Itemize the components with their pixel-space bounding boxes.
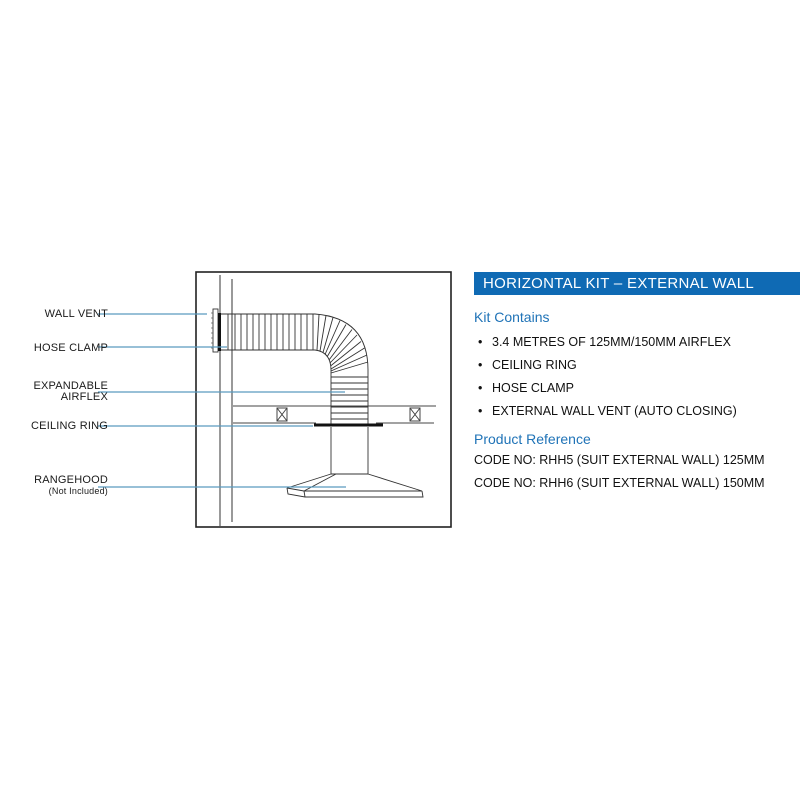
wall-vent-drawing bbox=[211, 308, 221, 353]
kit-item-text: CEILING RING bbox=[492, 358, 577, 372]
kit-info-panel: HORIZONTAL KIT – EXTERNAL WALL Kit Conta… bbox=[474, 272, 800, 495]
ceiling-joists bbox=[233, 405, 436, 424]
label-wall-vent: WALL VENT bbox=[44, 308, 108, 320]
diagram-frame bbox=[195, 271, 452, 528]
kit-item-text: 3.4 METRES OF 125MM/150MM AIRFLEX bbox=[492, 335, 731, 349]
product-code: CODE NO: RHH5 (SUIT EXTERNAL WALL) 125MM bbox=[474, 453, 765, 467]
label-hose-clamp: HOSE CLAMP bbox=[33, 342, 108, 354]
bullet-icon: • bbox=[478, 404, 483, 418]
kit-contains-heading: Kit Contains bbox=[474, 309, 550, 325]
bullet-icon: • bbox=[478, 381, 483, 395]
bullet-icon: • bbox=[478, 358, 483, 372]
kit-item: • 3.4 METRES OF 125MM/150MM AIRFLEX bbox=[474, 331, 800, 354]
kit-contains-list: • 3.4 METRES OF 125MM/150MM AIRFLEX • CEIL… bbox=[474, 331, 800, 423]
ceiling-ring-drawing bbox=[314, 423, 383, 427]
label-expandable-airflex-line2: AIRFLEX bbox=[60, 391, 108, 403]
leader-lines bbox=[98, 313, 346, 488]
kit-item-text: EXTERNAL WALL VENT (AUTO CLOSING) bbox=[492, 404, 737, 418]
product-code: CODE NO: RHH6 (SUIT EXTERNAL WALL) 150MM bbox=[474, 476, 765, 490]
bullet-icon: • bbox=[478, 335, 483, 349]
panel-title: HORIZONTAL KIT – EXTERNAL WALL bbox=[474, 272, 800, 295]
kit-item: • CEILING RING bbox=[474, 354, 800, 377]
label-expandable-airflex-line1: EXPANDABLE bbox=[33, 380, 108, 392]
label-rangehood-title: RANGEHOOD bbox=[34, 474, 108, 486]
kit-item: • HOSE CLAMP bbox=[474, 377, 800, 400]
rangehood-drawing bbox=[286, 427, 424, 498]
label-ceiling-ring: CEILING RING bbox=[31, 420, 108, 432]
product-reference-heading: Product Reference bbox=[474, 431, 591, 447]
expandable-airflex-duct bbox=[221, 313, 369, 425]
label-expandable-airflex: EXPANDABLE AIRFLEX bbox=[33, 381, 108, 403]
external-wall bbox=[219, 275, 233, 526]
kit-item: • EXTERNAL WALL VENT (AUTO CLOSING) bbox=[474, 400, 800, 423]
label-rangehood-note: (Not Included) bbox=[48, 486, 108, 496]
kit-item-text: HOSE CLAMP bbox=[492, 381, 574, 395]
label-rangehood: RANGEHOOD (Not Included) bbox=[34, 474, 108, 497]
product-codes: CODE NO: RHH5 (SUIT EXTERNAL WALL) 125MM… bbox=[474, 449, 800, 495]
